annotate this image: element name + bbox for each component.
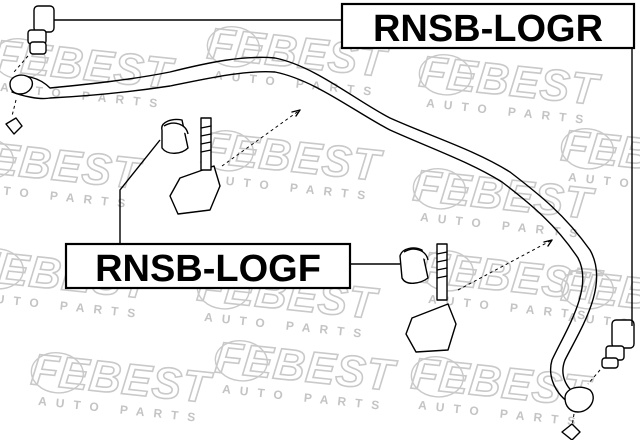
label-front-bushing: RNSB-LOGF xyxy=(64,242,352,290)
front-bushing-upper xyxy=(161,109,301,215)
rear-bushing-part-number: RNSB-LOGR xyxy=(373,8,603,50)
leader-lines xyxy=(54,19,633,326)
left-end-bushing xyxy=(5,5,55,135)
right-end-bushing xyxy=(561,319,635,440)
front-bushing-part-number: RNSB-LOGF xyxy=(95,248,321,290)
front-bushing-lower xyxy=(399,239,553,353)
stabilizer-bar xyxy=(11,56,598,409)
label-rear-bushing: RNSB-LOGR xyxy=(340,2,636,50)
